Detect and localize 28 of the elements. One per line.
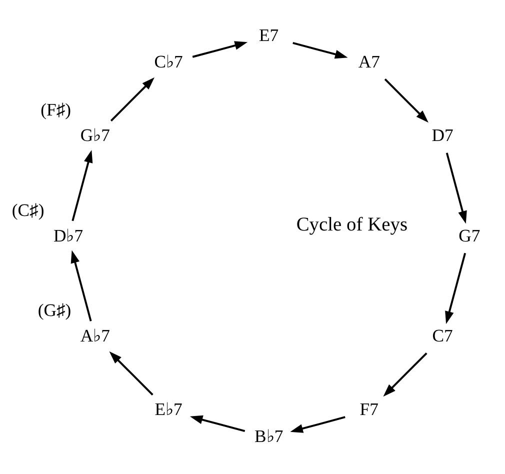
arrow — [70, 250, 92, 322]
node-text: G7 — [458, 225, 480, 246]
arrow — [292, 42, 348, 59]
node-text: G♭7 — [80, 125, 110, 146]
node-text: B♭7 — [254, 426, 284, 446]
arrow — [384, 78, 428, 123]
node-text: E♭7 — [154, 399, 182, 420]
node-label: (F♯) — [40, 100, 72, 120]
node-text: D♭7 — [54, 225, 84, 246]
node-text: C♭7 — [154, 52, 183, 72]
arrow — [72, 150, 93, 222]
arrow — [190, 415, 246, 432]
arrow — [110, 77, 154, 122]
node-text: E7 — [259, 24, 279, 45]
node-text: A♭7 — [80, 326, 110, 346]
node-label: (G♯) — [38, 300, 72, 320]
node-text: F7 — [360, 399, 378, 420]
node-label: (C♯) — [12, 200, 44, 220]
arrow — [290, 416, 346, 433]
arrow — [446, 152, 467, 224]
arrow — [192, 41, 248, 58]
arrow — [109, 351, 154, 396]
arrow — [383, 352, 428, 397]
node-text: A7 — [358, 52, 380, 72]
arrow — [445, 252, 466, 324]
label: Cycle of Keys — [296, 214, 408, 236]
node-text: D7 — [432, 125, 454, 146]
node-text: C7 — [432, 326, 453, 346]
